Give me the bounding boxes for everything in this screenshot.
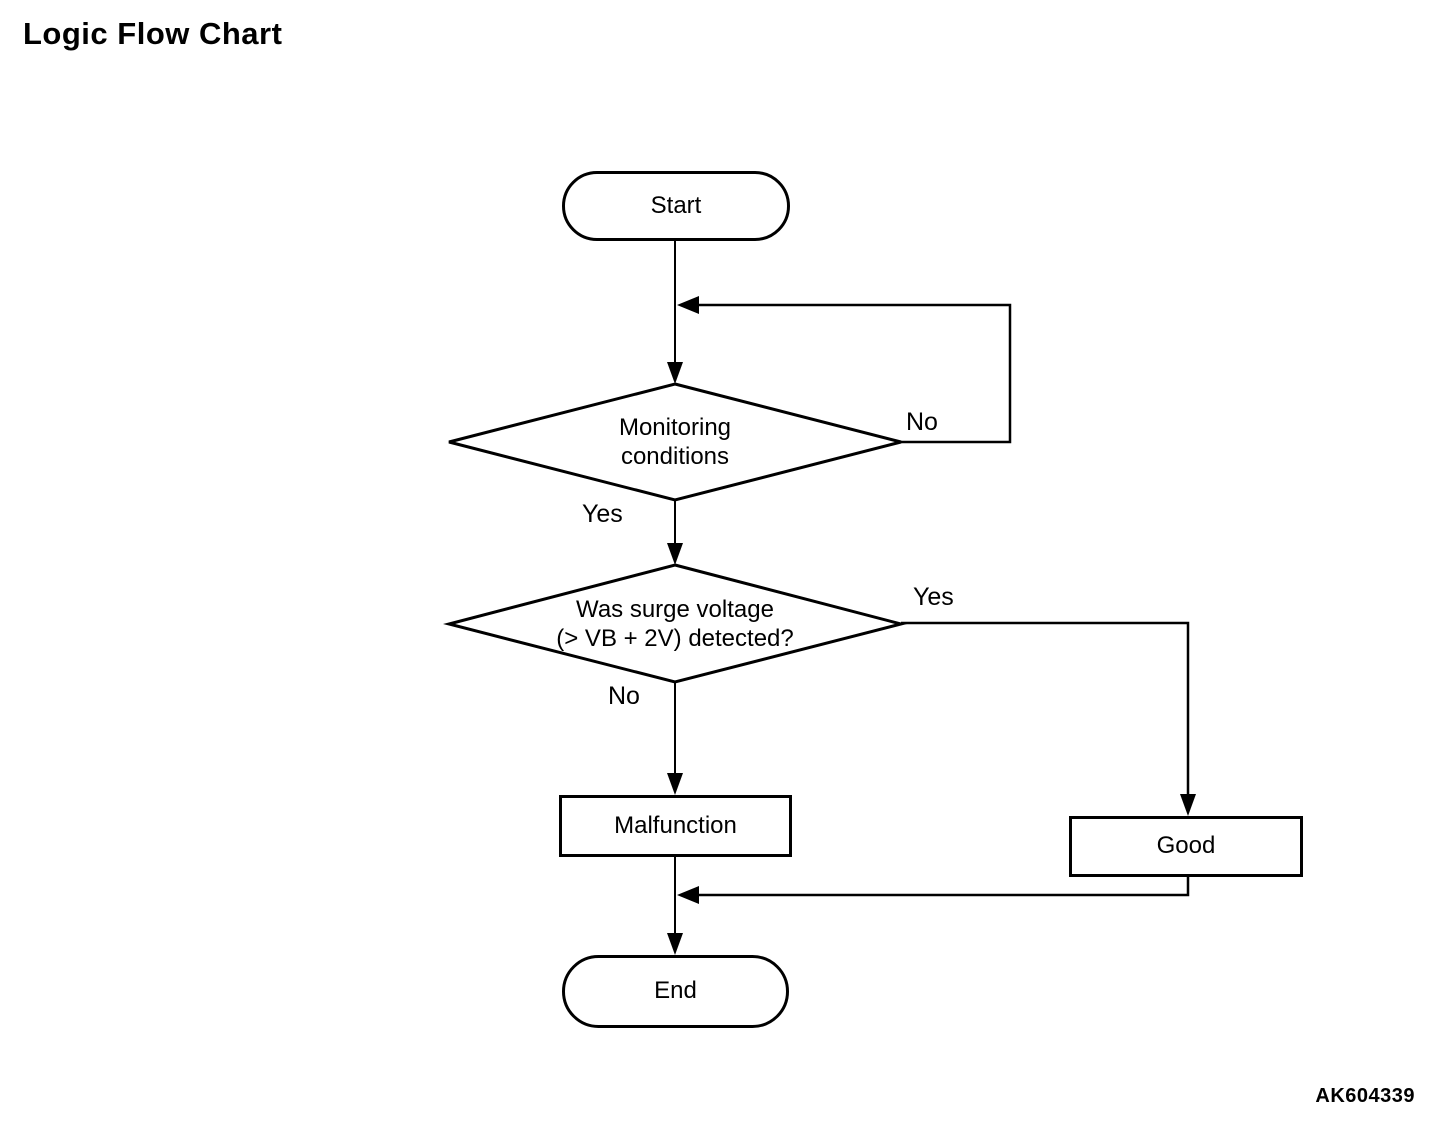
node-end: End <box>562 955 789 1028</box>
decision-surge-label-line1: Was surge voltage <box>576 596 774 623</box>
edge-monitoring-no-loop <box>698 303 1012 444</box>
edge-good-merge-arrowhead <box>677 886 699 904</box>
edge-monitoring-no-loop-arrowhead <box>677 296 699 314</box>
figure-code: AK604339 <box>1315 1085 1415 1107</box>
edge-surge-yes-to-good <box>901 621 1190 796</box>
decision-monitoring-label-line2: conditions <box>620 443 730 470</box>
decision-surge-label-line2: (> VB + 2V) detected? <box>556 625 794 652</box>
decision-surge-shape <box>443 563 907 684</box>
decision-monitoring-shape <box>448 382 902 502</box>
edge-malfunction-to-end-arrowhead <box>667 933 683 955</box>
edge-label-surge-yes: Yes <box>913 583 954 611</box>
edge-start-to-monitoring-arrowhead <box>667 362 683 384</box>
edge-good-to-merge <box>698 877 1190 897</box>
decision-surge-label: Was surge voltage (> VB + 2V) detected? <box>556 595 793 653</box>
page-title: Logic Flow Chart <box>23 16 283 51</box>
edge-monitoring-yes-arrowhead <box>667 543 683 565</box>
edge-label-monitoring-no: No <box>906 408 938 436</box>
node-start-label: Start <box>650 191 702 219</box>
node-end-label: End <box>654 977 697 1005</box>
edge-label-monitoring-yes: Yes <box>582 500 623 528</box>
edge-surge-yes-arrowhead <box>1180 794 1196 816</box>
edge-label-surge-no: No <box>608 682 640 710</box>
node-start: Start <box>562 171 790 241</box>
node-malfunction-label: Malfunction <box>614 811 737 839</box>
node-good-label: Good <box>1156 832 1216 860</box>
node-malfunction: Malfunction <box>559 795 792 857</box>
decision-monitoring-label: Monitoring conditions <box>619 413 731 471</box>
edge-surge-no-arrowhead <box>667 773 683 795</box>
node-good: Good <box>1069 816 1303 877</box>
decision-monitoring-label-line1: Monitoring <box>618 414 732 441</box>
